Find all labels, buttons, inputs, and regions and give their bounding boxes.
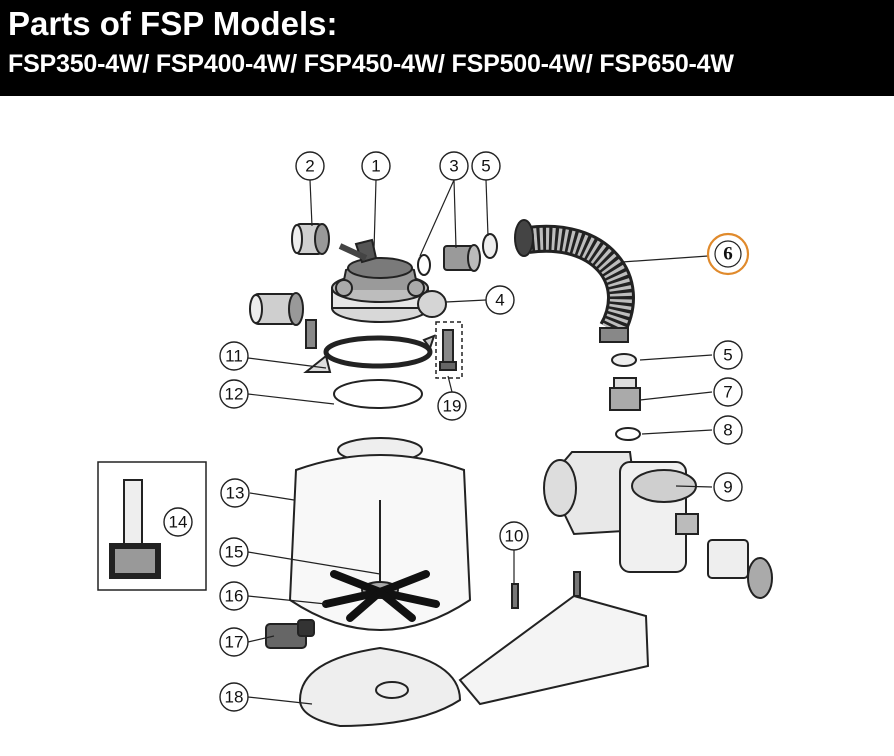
- svg-text:5: 5: [481, 157, 490, 176]
- pump-drawing: [543, 451, 773, 599]
- callout-18: 18: [219, 682, 249, 712]
- multiport-valve-drawing: [331, 238, 429, 323]
- callout-12: 12: [219, 379, 249, 409]
- parts-diagram: 2 1 3 5 6 4 11 12 19 5 7 8: [97, 151, 773, 728]
- svg-text:12: 12: [225, 385, 244, 404]
- svg-text:6: 6: [723, 244, 733, 265]
- svg-text:9: 9: [723, 478, 732, 497]
- clamp-drawing: [303, 319, 436, 373]
- callout-11: 11: [219, 341, 249, 371]
- callout-4: 4: [485, 285, 515, 315]
- model-list: FSP350-4W/ FSP400-4W/ FSP450-4W/ FSP500-…: [8, 50, 734, 78]
- callout-13: 13: [220, 478, 250, 508]
- drain-plug-drawing: [265, 619, 315, 649]
- leader-lines: [247, 179, 713, 705]
- laterals-drawing: [322, 570, 440, 622]
- waste-union-drawing: [291, 223, 330, 255]
- page-title: Parts of FSP Models:: [8, 5, 338, 42]
- callout-10: 10: [499, 521, 529, 551]
- header-banner: Parts of FSP Models: FSP350-4W/ FSP400-4…: [0, 0, 894, 96]
- svg-text:2: 2: [305, 157, 314, 176]
- callout-5-lower: 5: [713, 340, 743, 370]
- callout-5-top: 5: [471, 151, 501, 181]
- svg-text:16: 16: [225, 587, 244, 606]
- svg-text:3: 3: [449, 157, 458, 176]
- svg-text:5: 5: [723, 346, 732, 365]
- svg-text:19: 19: [443, 397, 462, 416]
- callout-3: 3: [439, 151, 469, 181]
- svg-text:4: 4: [495, 291, 504, 310]
- internal-pipe-inset: [97, 461, 207, 591]
- svg-text:15: 15: [225, 543, 244, 562]
- callout-6-highlighted: 6: [706, 232, 750, 276]
- return-union-drawing: [249, 292, 304, 326]
- svg-text:14: 14: [169, 513, 188, 532]
- svg-text:17: 17: [225, 633, 244, 652]
- callout-14: 14: [163, 507, 193, 537]
- callout-7: 7: [713, 377, 743, 407]
- svg-text:13: 13: [226, 484, 245, 503]
- tank-oring-drawing: [333, 379, 423, 409]
- svg-text:1: 1: [371, 157, 380, 176]
- pump-coupling-drawing: [609, 353, 641, 441]
- callout-2: 2: [295, 151, 325, 181]
- svg-text:10: 10: [505, 527, 524, 546]
- hose-connector-drawing: [417, 233, 498, 276]
- callout-9: 9: [713, 472, 743, 502]
- callout-17: 17: [219, 627, 249, 657]
- svg-text:11: 11: [225, 347, 243, 366]
- callout-8: 8: [713, 415, 743, 445]
- callout-19: 19: [437, 391, 467, 421]
- hose-drawing: [514, 219, 635, 343]
- svg-text:18: 18: [225, 688, 244, 707]
- base-drawing: [298, 594, 650, 728]
- svg-text:8: 8: [723, 421, 732, 440]
- svg-text:7: 7: [723, 383, 732, 402]
- pressure-gauge-drawing: [417, 290, 447, 318]
- filter-tank-drawing: [288, 437, 472, 631]
- callout-15: 15: [219, 537, 249, 567]
- callout-1: 1: [361, 151, 391, 181]
- callout-16: 16: [219, 581, 249, 611]
- clamp-bolt-drawing: [435, 321, 463, 379]
